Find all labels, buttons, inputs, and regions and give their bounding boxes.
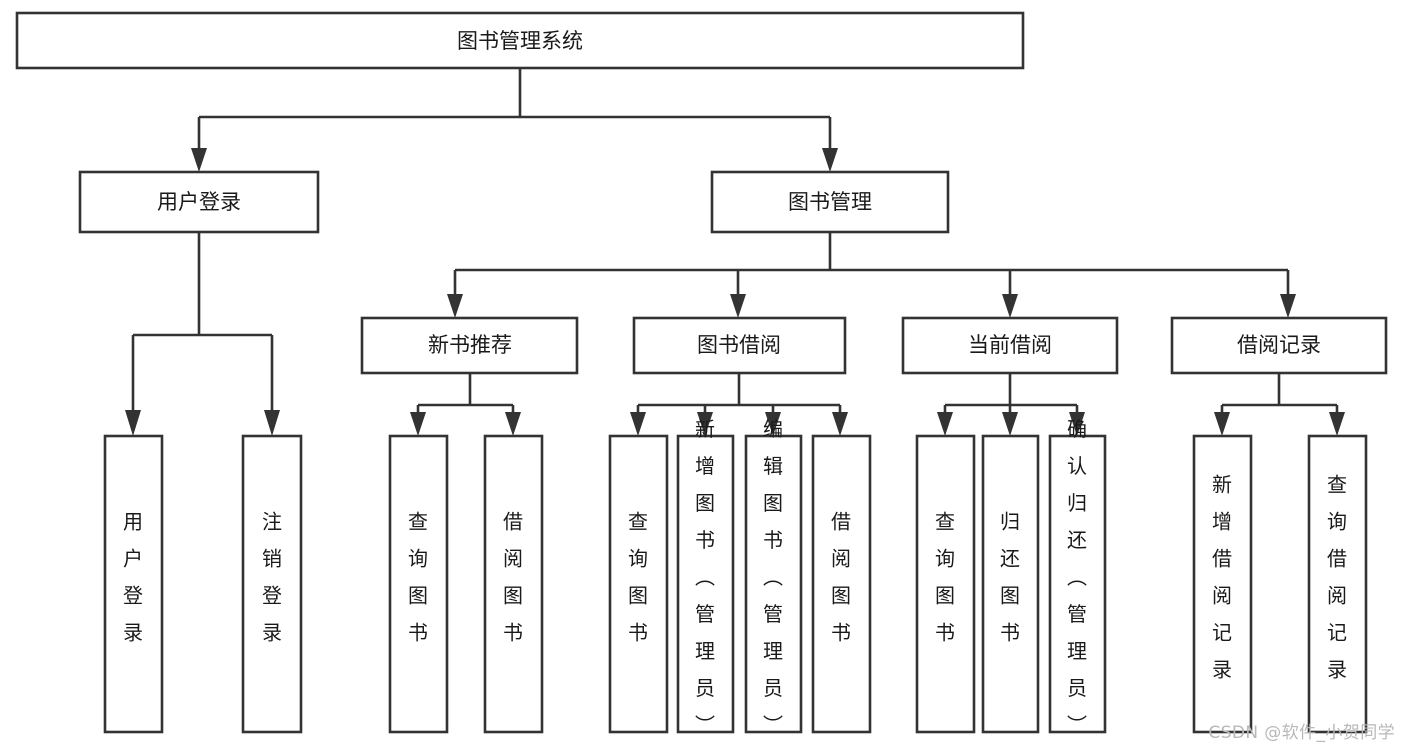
arrow-head-leaf-user-logout: [264, 410, 280, 436]
node-leaf-query-record-label: 查询借阅记录: [1327, 473, 1347, 682]
connector-layer: [125, 68, 1345, 436]
arrow-head-leaf-return-book: [1002, 412, 1018, 436]
node-leaf-query-record[interactable]: 查询借阅记录: [1307, 434, 1368, 734]
node-leaf-query-book-1-label: 查询图书: [408, 510, 428, 645]
node-leaf-user-logout-label: 注销登录: [262, 510, 282, 645]
node-leaf-user-login[interactable]: 用户登录: [103, 434, 164, 734]
arrow-head-book-mgmt: [822, 148, 838, 172]
node-leaf-borrow-book-1[interactable]: 借阅图书: [483, 434, 544, 734]
node-leaf-user-login-box[interactable]: [103, 434, 164, 734]
node-current-borrow[interactable]: 当前借阅: [901, 316, 1119, 375]
arrow-head-leaf-user-login: [125, 410, 141, 436]
arrow-head-leaf-confirm-return: [1069, 412, 1085, 436]
node-user-login[interactable]: 用户登录: [78, 170, 320, 234]
arrow-head-leaf-add-record: [1214, 412, 1230, 436]
node-book-borrow-label: 图书借阅: [697, 333, 781, 357]
node-leaf-user-logout[interactable]: 注销登录: [241, 434, 303, 734]
node-leaf-add-book[interactable]: 新增图书︵管理员︶: [676, 417, 735, 737]
node-leaf-confirm-return-box[interactable]: [1048, 434, 1107, 734]
node-leaf-return-book[interactable]: 归还图书: [981, 434, 1040, 734]
node-leaf-query-book-1[interactable]: 查询图书: [388, 434, 449, 734]
node-root-box[interactable]: [15, 11, 1025, 70]
node-new-book-rec-label: 新书推荐: [428, 333, 512, 357]
node-current-borrow-label: 当前借阅: [968, 333, 1052, 357]
node-leaf-edit-book-box[interactable]: [744, 434, 803, 734]
node-leaf-add-record-box[interactable]: [1192, 434, 1253, 734]
node-leaf-query-book-2[interactable]: 查询图书: [608, 434, 669, 734]
node-leaf-user-logout-box[interactable]: [241, 434, 303, 734]
arrow-head-leaf-query-book-3: [937, 412, 953, 436]
arrow-head-leaf-query-book-1: [410, 412, 426, 436]
node-new-book-rec-box[interactable]: [360, 316, 579, 375]
node-leaf-add-record[interactable]: 新增借阅记录: [1192, 434, 1253, 734]
node-leaf-edit-book-label: 编辑图书︵管理员︶: [763, 417, 783, 737]
node-book-mgmt[interactable]: 图书管理: [710, 170, 950, 234]
node-leaf-borrow-book-2[interactable]: 借阅图书: [811, 434, 872, 734]
csdn-watermark: CSDN @软件_小贺同学: [1208, 723, 1395, 743]
node-leaf-return-book-box[interactable]: [981, 434, 1040, 734]
node-leaf-query-record-box[interactable]: [1307, 434, 1368, 734]
node-leaf-edit-book[interactable]: 编辑图书︵管理员︶: [744, 417, 803, 737]
node-user-login-box[interactable]: [78, 170, 320, 234]
node-current-borrow-box[interactable]: [901, 316, 1119, 375]
node-user-login-label: 用户登录: [157, 190, 241, 214]
node-book-borrow-box[interactable]: [632, 316, 847, 375]
node-leaf-query-book-3-label: 查询图书: [935, 510, 955, 645]
node-leaf-borrow-book-1-box[interactable]: [483, 434, 544, 734]
node-borrow-record[interactable]: 借阅记录: [1170, 316, 1388, 375]
node-leaf-add-book-label: 新增图书︵管理员︶: [695, 417, 715, 737]
node-leaf-confirm-return[interactable]: 确认归还︵管理员︶: [1048, 417, 1107, 737]
node-leaf-user-login-label: 用户登录: [123, 510, 143, 645]
arrow-head-leaf-query-record: [1329, 412, 1345, 436]
arrow-head-leaf-add-book: [697, 412, 713, 436]
node-root[interactable]: 图书管理系统: [15, 11, 1025, 70]
node-leaf-add-book-box[interactable]: [676, 434, 735, 734]
node-leaf-query-book-2-box[interactable]: [608, 434, 669, 734]
node-leaf-borrow-book-1-label: 借阅图书: [503, 510, 523, 645]
arrow-head-leaf-borrow-book-1: [505, 412, 521, 436]
node-leaf-add-record-label: 新增借阅记录: [1212, 473, 1232, 682]
node-book-mgmt-label: 图书管理: [788, 190, 872, 214]
node-leaf-borrow-book-2-box[interactable]: [811, 434, 872, 734]
node-leaf-return-book-label: 归还图书: [1000, 510, 1020, 645]
node-book-mgmt-box[interactable]: [710, 170, 950, 234]
node-borrow-record-label: 借阅记录: [1237, 333, 1321, 357]
node-root-label: 图书管理系统: [457, 29, 583, 53]
arrow-head-borrow-record: [1280, 294, 1296, 318]
node-borrow-record-box[interactable]: [1170, 316, 1388, 375]
arrow-head-current-borrow: [1002, 294, 1018, 318]
arrow-head-user-login: [191, 148, 207, 172]
arrow-head-leaf-edit-book: [765, 412, 781, 436]
node-leaf-query-book-1-box[interactable]: [388, 434, 449, 734]
node-leaf-borrow-book-2-label: 借阅图书: [831, 510, 851, 645]
arrow-head-leaf-borrow-book-2: [832, 412, 848, 436]
node-book-borrow[interactable]: 图书借阅: [632, 316, 847, 375]
node-leaf-query-book-2-label: 查询图书: [628, 510, 648, 645]
arrow-head-leaf-query-book-2: [630, 412, 646, 436]
arrow-head-book-borrow: [730, 294, 746, 318]
arrow-head-new-book-rec: [447, 294, 463, 318]
node-leaf-query-book-3-box[interactable]: [915, 434, 976, 734]
node-new-book-rec[interactable]: 新书推荐: [360, 316, 579, 375]
node-leaf-query-book-3[interactable]: 查询图书: [915, 434, 976, 734]
node-leaf-confirm-return-label: 确认归还︵管理员︶: [1067, 417, 1087, 737]
